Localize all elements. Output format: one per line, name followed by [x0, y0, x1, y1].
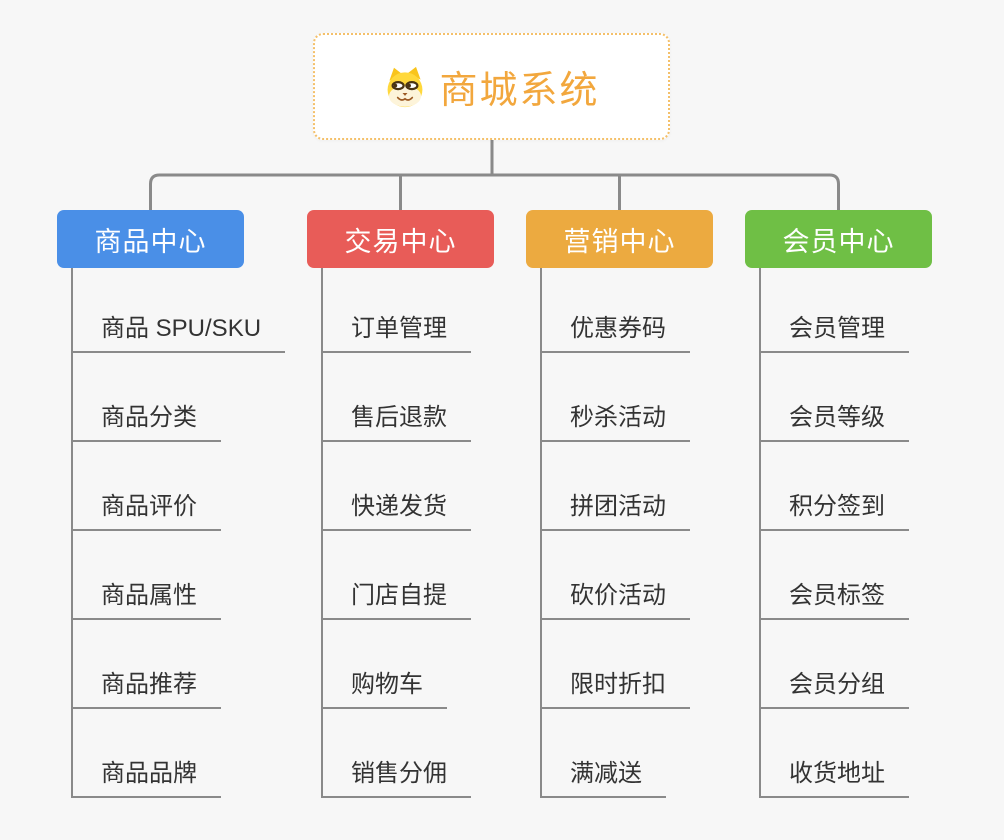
child-node[interactable]: 商品品牌 — [71, 756, 221, 798]
branch-node-product-center[interactable]: 商品中心 — [57, 210, 244, 268]
child-node[interactable]: 购物车 — [321, 667, 447, 709]
child-node[interactable]: 满减送 — [540, 756, 666, 798]
child-node[interactable]: 会员管理 — [759, 311, 909, 353]
branch-trunk-line — [71, 268, 73, 798]
branch-rail-line — [149, 173, 840, 210]
child-node[interactable]: 订单管理 — [321, 311, 471, 353]
child-node[interactable]: 商品评价 — [71, 489, 221, 531]
child-node[interactable]: 商品 SPU/SKU — [71, 311, 286, 353]
child-node[interactable]: 秒杀活动 — [540, 400, 690, 442]
branch-node-member-center[interactable]: 会员中心 — [745, 210, 932, 268]
branch-trunk-line — [321, 268, 323, 798]
child-node[interactable]: 会员标签 — [759, 578, 909, 620]
child-node[interactable]: 商品属性 — [71, 578, 221, 620]
child-node[interactable]: 优惠券码 — [540, 311, 690, 353]
branch-trunk-line — [540, 268, 542, 798]
branch-trunk-line — [759, 268, 761, 798]
child-node[interactable]: 会员分组 — [759, 667, 909, 709]
branch-node-trade-center[interactable]: 交易中心 — [307, 210, 494, 268]
child-node[interactable]: 砍价活动 — [540, 578, 690, 620]
root-title: 商城系统 — [439, 70, 600, 112]
child-node[interactable]: 积分签到 — [759, 489, 909, 531]
child-node[interactable]: 拼团活动 — [540, 489, 690, 531]
child-node[interactable]: 门店自提 — [321, 578, 471, 620]
child-node[interactable]: 商品分类 — [71, 400, 221, 442]
child-node[interactable]: 售后退款 — [321, 400, 471, 442]
child-node[interactable]: 收货地址 — [759, 756, 909, 798]
doge-icon — [383, 65, 427, 109]
child-node[interactable]: 会员等级 — [759, 400, 909, 442]
child-node[interactable]: 商品推荐 — [71, 667, 221, 709]
child-node[interactable]: 销售分佣 — [321, 756, 471, 798]
child-node[interactable]: 限时折扣 — [540, 667, 690, 709]
root-node[interactable]: 商城系统 — [313, 33, 670, 140]
branch-node-marketing-center[interactable]: 营销中心 — [526, 210, 713, 268]
child-node[interactable]: 快递发货 — [321, 489, 471, 531]
